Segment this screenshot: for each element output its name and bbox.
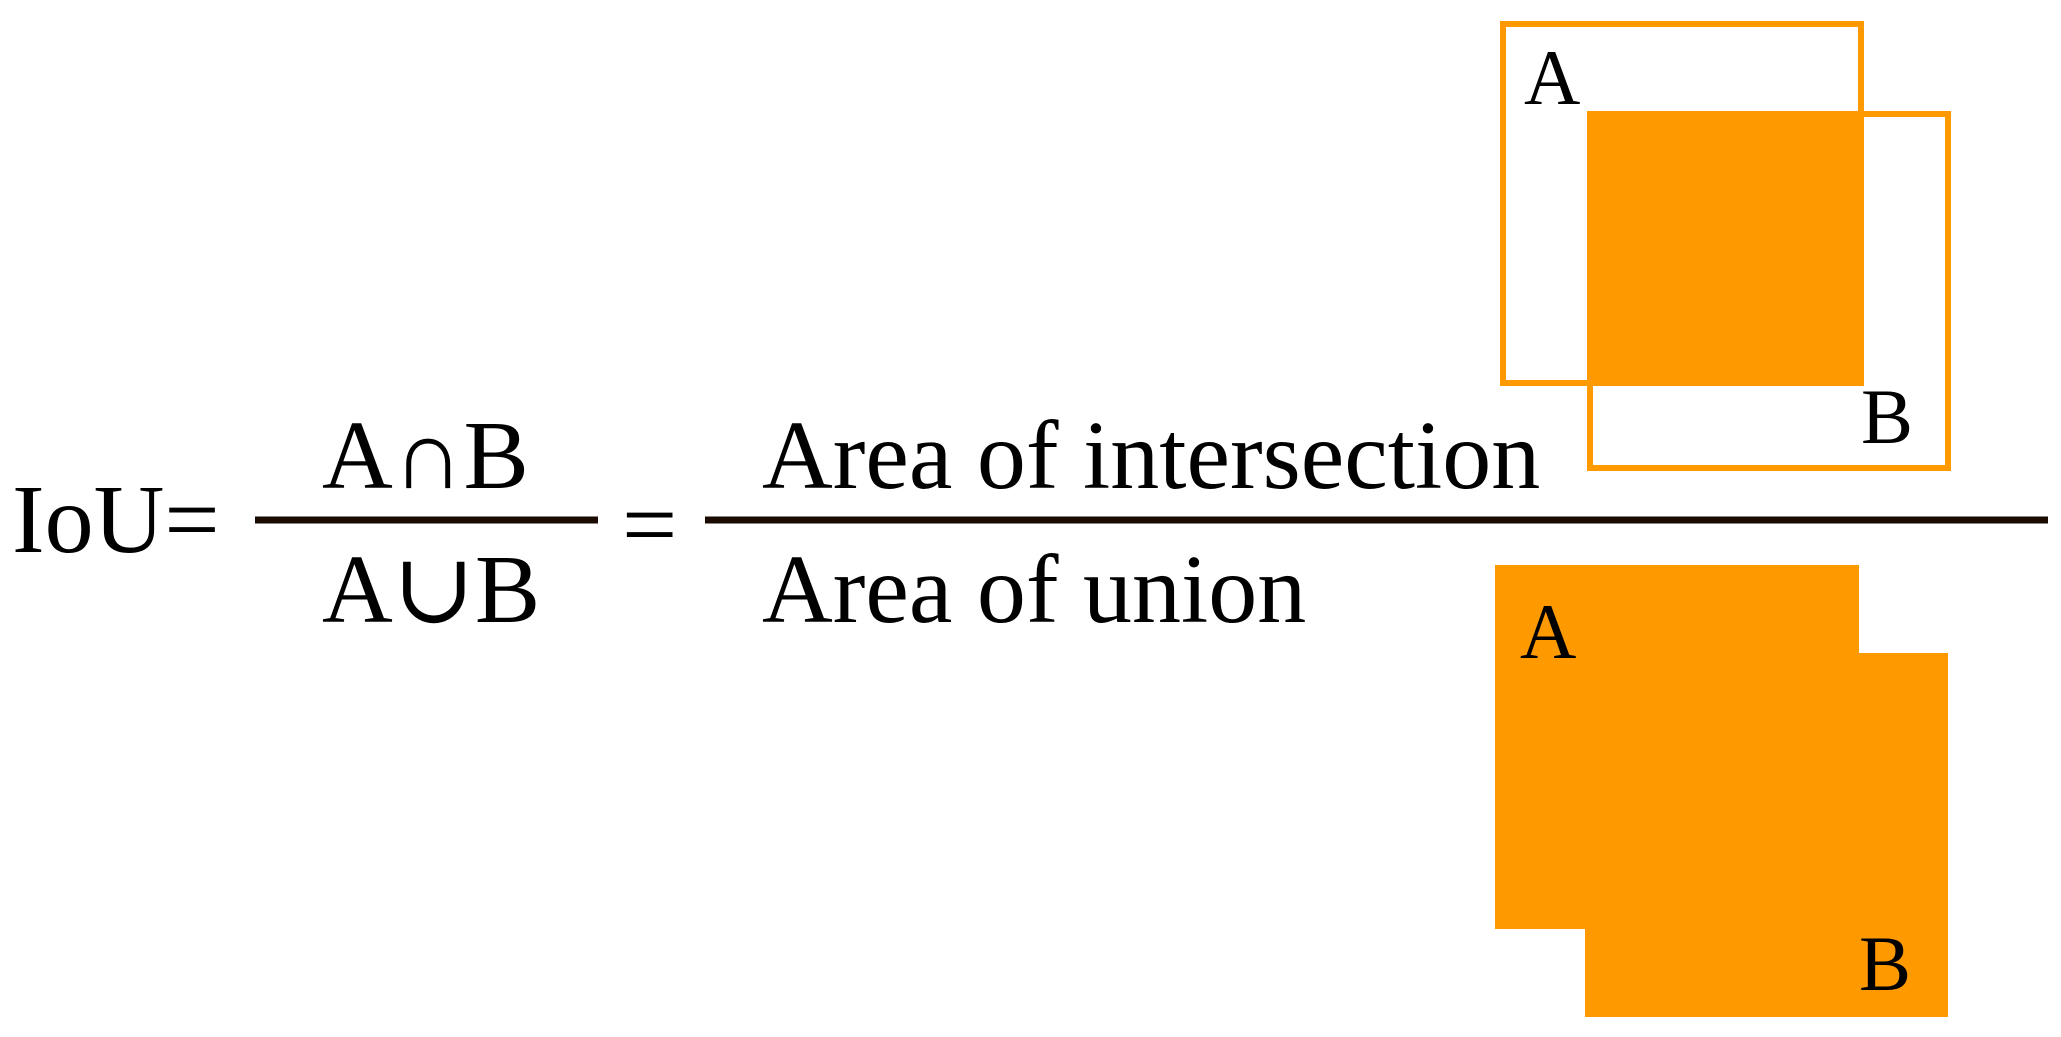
iou-lhs: IoU= xyxy=(12,466,220,574)
iou-formula: IoU= A∩B A∪B = Area of intersection Area… xyxy=(12,402,2048,644)
union-area xyxy=(1495,565,1948,1017)
intersection-figure: A B xyxy=(1500,21,1951,471)
fraction-1-denominator: A∪B xyxy=(322,536,540,644)
equals-sign: = xyxy=(622,471,677,579)
union-figure: A B xyxy=(1495,565,1948,1017)
intersection-area xyxy=(1590,114,1861,383)
intersection-label-b: B xyxy=(1861,373,1913,460)
fraction-1-numerator: A∩B xyxy=(322,402,529,510)
union-label-b: B xyxy=(1859,920,1911,1007)
fraction-2-denominator: Area of union xyxy=(762,536,1306,644)
intersection-label-a: A xyxy=(1524,34,1580,121)
union-label-a: A xyxy=(1520,588,1576,675)
fraction-2-numerator: Area of intersection xyxy=(762,402,1540,510)
